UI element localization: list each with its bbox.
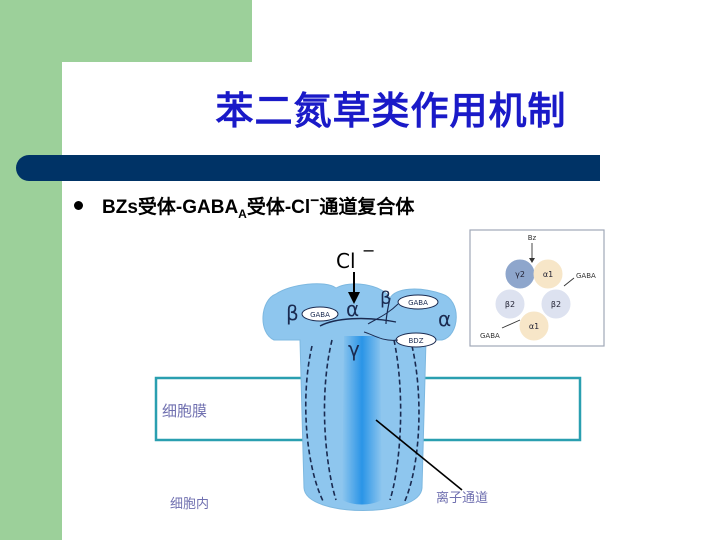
bullet-text: BZs受体-GABAA受体-Cl−通道复合体 xyxy=(102,192,414,221)
gaba-site-right xyxy=(397,294,439,310)
inset-gaba-bottom-arrow xyxy=(501,319,521,329)
inset-beta2-right-label: β2 xyxy=(551,300,561,309)
inset-alpha1-bottom-label: α1 xyxy=(529,322,539,331)
gaba-site-right-label: GABA xyxy=(408,299,428,307)
left-accent-band xyxy=(0,0,62,540)
subunit-beta-left: β xyxy=(286,301,299,325)
subunit-gamma: γ xyxy=(348,337,360,361)
subunit-alpha-left: α xyxy=(346,297,359,321)
channel-pore xyxy=(342,336,382,505)
bullet-icon xyxy=(74,201,83,210)
inset-gaba-bottom-label: GABA xyxy=(480,332,500,340)
inset-gaba-right-arrow xyxy=(563,277,575,287)
subunit-boundary-inner-left xyxy=(323,339,337,501)
inset-alpha1-top-label: α1 xyxy=(543,270,553,279)
bullet-part-1: BZs受体-GABA xyxy=(102,197,239,218)
slide-title: 苯二氮草类作用机制 xyxy=(215,89,567,133)
ion-charge: − xyxy=(362,241,375,260)
channel-pointer-line xyxy=(375,419,463,491)
receptor-diagram: Cl − β β α α γ GABA GABA BDZ 细胞膜 细胞内 离子通… xyxy=(154,229,605,512)
gaba-site-left-label: GABA xyxy=(310,311,330,319)
ion-arrow-head xyxy=(348,292,360,304)
bullet-part-2: 受体-Cl xyxy=(246,197,311,218)
top-accent-band xyxy=(0,0,252,62)
subunit-top-seam xyxy=(319,317,397,327)
subunit-alpha-right: α xyxy=(438,307,451,331)
subunit-inset: Bz γ2 α1 β2 β2 α1 GABA GABA xyxy=(469,229,605,347)
title-underline-bar xyxy=(16,155,600,181)
subunit-boundary-left xyxy=(305,345,325,504)
inset-bz-label: Bz xyxy=(528,234,537,242)
inset-alpha1-top-circle xyxy=(533,259,563,289)
bdz-site-label: BDZ xyxy=(409,337,424,345)
gaba-right-pointer xyxy=(367,303,399,325)
inset-beta2-left-circle xyxy=(495,289,525,319)
subunit-top-divider xyxy=(385,297,391,325)
bdz-pointer xyxy=(363,331,399,341)
subunit-boundary-inner-right xyxy=(389,339,402,501)
channel-label: 离子通道 xyxy=(436,490,488,506)
gaba-site-left xyxy=(301,306,339,322)
inset-gamma2-label: γ2 xyxy=(515,270,525,279)
inset-beta2-right-circle xyxy=(541,289,571,319)
intracellular-label: 细胞内 xyxy=(170,496,209,512)
membrane-label: 细胞膜 xyxy=(162,402,207,420)
inset-beta2-left-label: β2 xyxy=(505,300,515,309)
inset-alpha1-bottom-circle xyxy=(519,311,549,341)
bullet-superscript: − xyxy=(310,192,320,210)
inset-bz-arrowhead xyxy=(529,258,535,263)
bullet-subscript: A xyxy=(238,206,247,221)
subunit-boundary-right xyxy=(403,345,420,504)
subunit-beta-top: β xyxy=(380,288,392,309)
ion-label: Cl xyxy=(336,249,356,273)
inset-gaba-right-label: GABA xyxy=(576,272,596,280)
bullet-part-3: 通道复合体 xyxy=(319,197,415,218)
